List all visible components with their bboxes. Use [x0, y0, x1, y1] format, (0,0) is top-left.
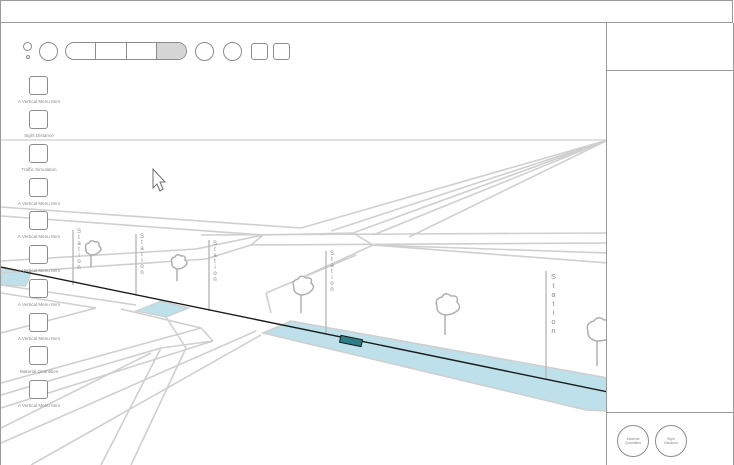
panel-divider — [607, 70, 733, 71]
small-circle-tool-icon[interactable] — [23, 42, 32, 51]
station-label: Station — [212, 241, 218, 283]
station-label: Station — [76, 229, 82, 271]
station-label: Station — [139, 234, 145, 276]
tree — [586, 317, 606, 366]
menu-item[interactable]: A Vertical Menu Item — [14, 313, 64, 345]
menu-item-label: Traffic Simulation — [21, 167, 57, 172]
station-poles — [72, 230, 547, 380]
menu-item-material-quantities[interactable]: Material Quantities — [14, 346, 64, 378]
menu-item-label: A Vertical Menu Item — [17, 302, 61, 307]
square-tool-icon[interactable] — [251, 43, 268, 60]
water-channel-mid — [133, 300, 191, 318]
menu-item[interactable]: A Vertical Menu Item — [14, 211, 64, 243]
3d-viewport[interactable]: Station Station Station Station Station — [0, 23, 607, 465]
segment-2[interactable] — [96, 43, 127, 59]
menu-item-label: A Vertical Menu Item — [17, 99, 61, 104]
menu-item-label: Material Quantities — [19, 369, 59, 374]
mouse-cursor-icon — [152, 167, 167, 192]
menu-item-icon — [29, 279, 48, 298]
menu-item-icon — [29, 144, 48, 163]
scene-drawing — [1, 139, 606, 465]
menu-item-label: A Vertical Menu Item — [17, 201, 61, 206]
segment-1[interactable] — [66, 43, 97, 59]
menu-item-label: A Vertical Menu Item — [17, 336, 61, 341]
square-tool-icon[interactable] — [273, 43, 290, 60]
menu-item-label: A Vertical Menu Item — [17, 234, 61, 239]
menu-item-sight-distance[interactable]: Sight Distance — [14, 110, 64, 142]
tree — [292, 275, 315, 313]
menu-item-label: A Vertical Menu Item — [17, 268, 61, 273]
menu-item-traffic-simulation[interactable]: Traffic Simulation — [14, 144, 64, 176]
tree — [435, 293, 461, 335]
segmented-control — [65, 42, 187, 60]
menu-item-label: Sight Distance — [24, 133, 54, 138]
menu-item-icon — [29, 211, 48, 230]
circle-tool-icon[interactable] — [195, 42, 214, 61]
road-network — [1, 139, 606, 465]
menu-item-icon — [29, 346, 48, 365]
segment-4[interactable] — [156, 43, 186, 59]
small-dot-icon[interactable] — [26, 55, 30, 59]
segment-3[interactable] — [127, 43, 157, 59]
rail-track — [1, 266, 606, 393]
circle-tool-icon[interactable] — [39, 42, 58, 61]
menu-item[interactable]: A Vertical Menu Item — [14, 279, 64, 311]
top-bar — [0, 0, 733, 23]
menu-item[interactable]: A Vertical Menu Item — [14, 380, 64, 412]
menu-item-icon — [29, 178, 48, 197]
menu-item[interactable]: A Vertical Menu Item — [14, 178, 64, 210]
circle-tool-icon[interactable] — [223, 42, 242, 61]
station-label: Station — [329, 251, 335, 293]
menu-item-icon — [29, 380, 48, 399]
station-label: Station — [549, 272, 558, 335]
train — [338, 334, 364, 348]
menu-item-icon — [29, 313, 48, 332]
panel-divider — [607, 412, 733, 413]
menu-item[interactable]: A Vertical Menu Item — [14, 76, 64, 108]
menu-item[interactable]: A Vertical Menu Item — [14, 245, 64, 277]
menu-item-label: A Vertical Menu Item — [17, 403, 61, 408]
menu-item-icon — [29, 76, 48, 95]
tree — [84, 239, 102, 267]
trees — [84, 239, 606, 366]
menu-item-icon — [29, 110, 48, 129]
menu-item-icon — [29, 245, 48, 264]
tree — [170, 253, 188, 281]
